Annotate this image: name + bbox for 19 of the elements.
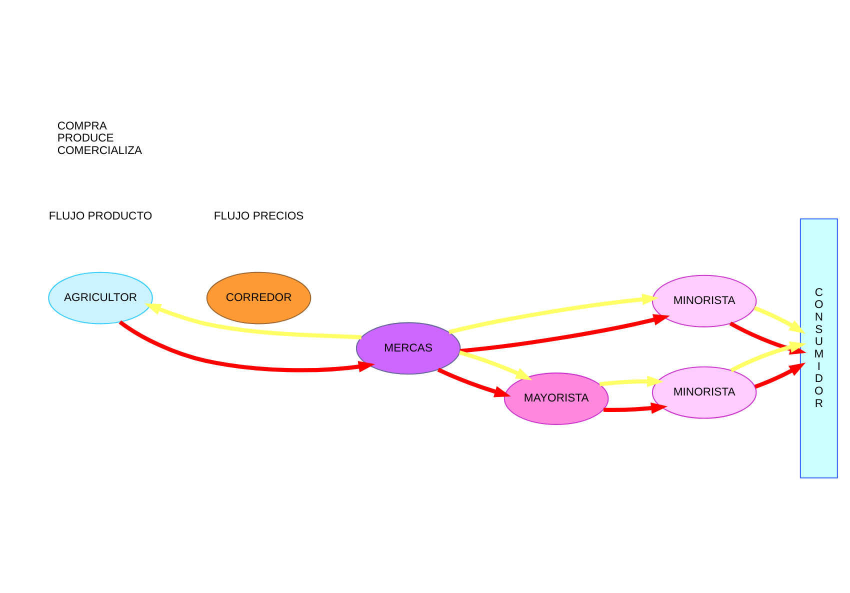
arrow [604,402,668,414]
node-ellipse: MAYORISTA [504,372,609,424]
arrow [448,293,659,334]
label: PRODUCE [57,132,114,144]
arrow [118,320,375,372]
arrow [144,302,362,339]
node-ellipse: CORREDOR [206,271,312,324]
legend-label: FLUJO PRECIOS [214,210,304,222]
arrow [754,362,806,388]
label: COMPRA [57,120,107,132]
arrow [437,367,511,397]
arrow [459,350,532,380]
label: COMERCIALIZA [57,144,142,156]
legend-label: FLUJO PRODUCTO [48,210,152,222]
arrow [754,306,806,334]
node-box: CONSUMIDOR [800,218,838,478]
arrow [460,314,670,353]
node-ellipse: AGRICULTOR [48,271,153,324]
arrow [599,375,664,387]
